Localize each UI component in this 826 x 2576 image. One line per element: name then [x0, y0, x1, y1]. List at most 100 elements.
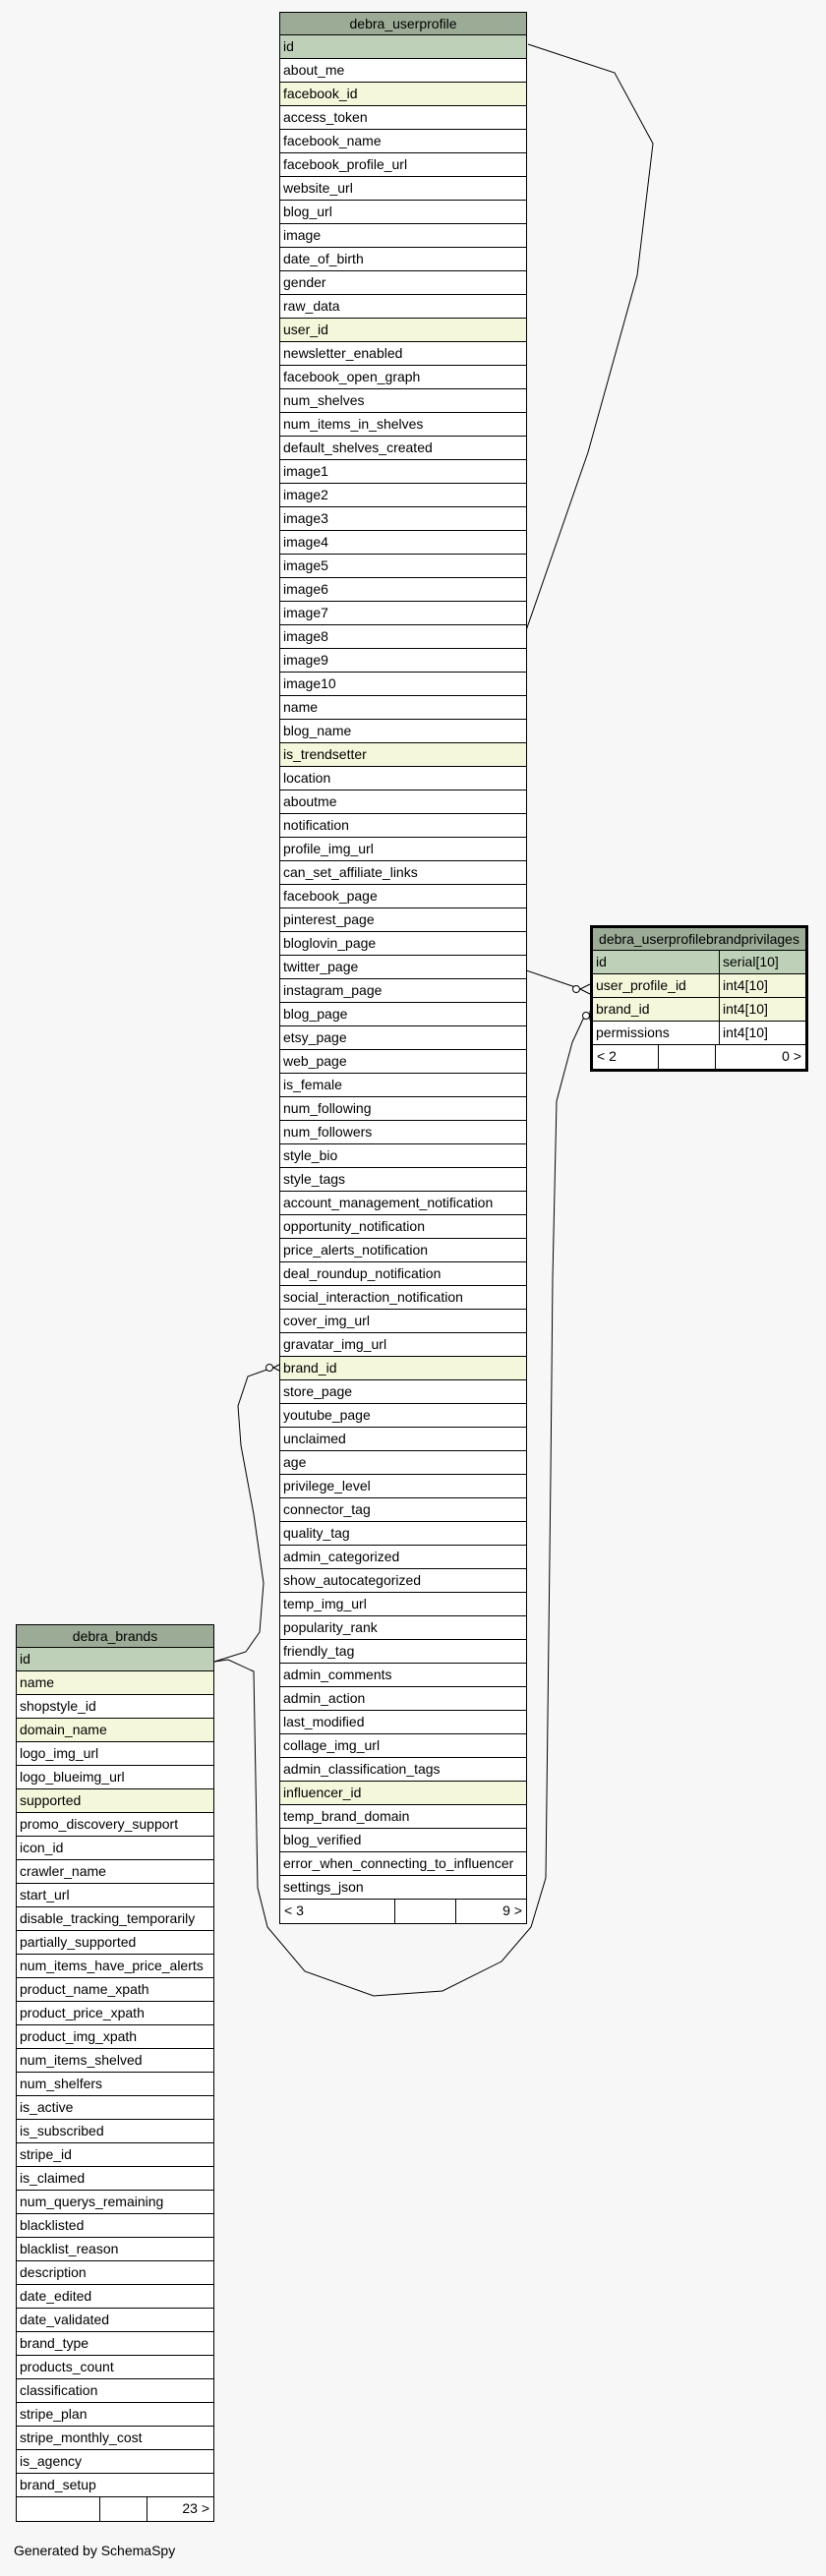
column-row[interactable]: collage_img_url [280, 1734, 526, 1758]
column-row[interactable]: etsy_page [280, 1026, 526, 1050]
column-row[interactable]: cover_img_url [280, 1310, 526, 1333]
column-row[interactable]: products_count [17, 2356, 213, 2379]
column-row[interactable]: unclaimed [280, 1428, 526, 1451]
column-row[interactable]: aboutme [280, 790, 526, 814]
column-row[interactable]: popularity_rank [280, 1616, 526, 1640]
column-row[interactable]: bloglovin_page [280, 932, 526, 956]
column-row[interactable]: partially_supported [17, 1931, 213, 1955]
column-row[interactable]: admin_comments [280, 1664, 526, 1687]
column-row[interactable]: style_tags [280, 1168, 526, 1192]
column-row[interactable]: friendly_tag [280, 1640, 526, 1664]
column-row[interactable]: admin_classification_tags [280, 1758, 526, 1782]
column-row[interactable]: image10 [280, 673, 526, 696]
column-row[interactable]: privilege_level [280, 1475, 526, 1498]
column-row[interactable]: product_price_xpath [17, 2002, 213, 2025]
column-row[interactable]: promo_discovery_support [17, 1813, 213, 1837]
column-row[interactable]: icon_id [17, 1837, 213, 1860]
column-row[interactable]: gravatar_img_url [280, 1333, 526, 1357]
column-row[interactable]: product_name_xpath [17, 1978, 213, 2002]
column-row[interactable]: error_when_connecting_to_influencer [280, 1852, 526, 1876]
column-row[interactable]: image4 [280, 531, 526, 555]
column-row[interactable]: is_agency [17, 2450, 213, 2474]
column-row[interactable]: id [280, 35, 526, 59]
column-row[interactable]: user_id [280, 319, 526, 342]
column-row[interactable]: facebook_name [280, 130, 526, 153]
column-row[interactable]: name [280, 696, 526, 720]
column-row[interactable]: num_querys_remaining [17, 2191, 213, 2214]
column-row[interactable]: gender [280, 271, 526, 295]
column-row[interactable]: num_followers [280, 1121, 526, 1144]
column-row[interactable]: image5 [280, 555, 526, 578]
column-row[interactable]: twitter_page [280, 956, 526, 979]
column-row[interactable]: blog_verified [280, 1829, 526, 1852]
column-row[interactable]: is_claimed [17, 2167, 213, 2191]
column-row[interactable]: default_shelves_created [280, 437, 526, 460]
column-row[interactable]: can_set_affiliate_links [280, 861, 526, 885]
column-row[interactable]: profile_img_url [280, 838, 526, 861]
column-row[interactable]: social_interaction_notification [280, 1286, 526, 1310]
column-row[interactable]: num_shelfers [17, 2073, 213, 2096]
column-row[interactable]: description [17, 2261, 213, 2285]
column-row[interactable]: pinterest_page [280, 908, 526, 932]
column-row[interactable]: newsletter_enabled [280, 342, 526, 366]
column-row[interactable]: stripe_id [17, 2143, 213, 2167]
column-row[interactable]: blacklisted [17, 2214, 213, 2238]
column-row[interactable]: store_page [280, 1380, 526, 1404]
column-row[interactable]: blacklist_reason [17, 2238, 213, 2261]
column-row[interactable]: show_autocategorized [280, 1569, 526, 1593]
column-row[interactable]: start_url [17, 1884, 213, 1907]
column-row[interactable]: logo_blueimg_url [17, 1766, 213, 1789]
column-row[interactable]: facebook_id [280, 83, 526, 106]
column-row[interactable]: image7 [280, 602, 526, 625]
column-row[interactable]: crawler_name [17, 1860, 213, 1884]
column-row[interactable]: stripe_monthly_cost [17, 2427, 213, 2450]
column-row[interactable]: num_items_in_shelves [280, 413, 526, 437]
column-row[interactable]: admin_action [280, 1687, 526, 1711]
column-row[interactable]: disable_tracking_temporarily [17, 1907, 213, 1931]
column-row[interactable]: website_url [280, 177, 526, 201]
column-row[interactable]: blog_url [280, 201, 526, 224]
column-row[interactable]: location [280, 767, 526, 790]
column-row[interactable]: web_page [280, 1050, 526, 1074]
column-row[interactable]: product_img_xpath [17, 2025, 213, 2049]
column-row[interactable]: influencer_id [280, 1782, 526, 1805]
column-row[interactable]: facebook_open_graph [280, 366, 526, 389]
column-row[interactable]: num_following [280, 1097, 526, 1121]
column-row[interactable]: temp_img_url [280, 1593, 526, 1616]
column-row[interactable]: opportunity_notification [280, 1215, 526, 1239]
column-row[interactable]: image6 [280, 578, 526, 602]
column-row[interactable]: num_items_shelved [17, 2049, 213, 2073]
column-row[interactable]: supported [17, 1789, 213, 1813]
column-row[interactable]: logo_img_url [17, 1742, 213, 1766]
column-row[interactable]: style_bio [280, 1144, 526, 1168]
column-row[interactable]: notification [280, 814, 526, 838]
column-row[interactable]: blog_name [280, 720, 526, 743]
column-row[interactable]: is_female [280, 1074, 526, 1097]
column-row[interactable]: blog_page [280, 1003, 526, 1026]
column-row[interactable]: num_shelves [280, 389, 526, 413]
column-row[interactable]: about_me [280, 59, 526, 83]
column-row[interactable]: deal_roundup_notification [280, 1262, 526, 1286]
column-row[interactable]: account_management_notification [280, 1192, 526, 1215]
column-row[interactable]: image9 [280, 649, 526, 673]
column-row[interactable]: temp_brand_domain [280, 1805, 526, 1829]
column-row[interactable]: shopstyle_id [17, 1695, 213, 1719]
column-row[interactable]: is_trendsetter [280, 743, 526, 767]
column-row[interactable]: date_validated [17, 2309, 213, 2332]
column-row[interactable]: brand_type [17, 2332, 213, 2356]
column-row[interactable]: stripe_plan [17, 2403, 213, 2427]
column-row[interactable]: domain_name [17, 1719, 213, 1742]
column-row[interactable]: raw_data [280, 295, 526, 319]
column-row[interactable]: brand_setup [17, 2474, 213, 2497]
column-row[interactable]: image3 [280, 507, 526, 531]
column-row[interactable]: is_active [17, 2096, 213, 2120]
column-row[interactable]: num_items_have_price_alerts [17, 1955, 213, 1978]
column-row[interactable]: id [17, 1648, 213, 1671]
column-row[interactable]: image1 [280, 460, 526, 484]
